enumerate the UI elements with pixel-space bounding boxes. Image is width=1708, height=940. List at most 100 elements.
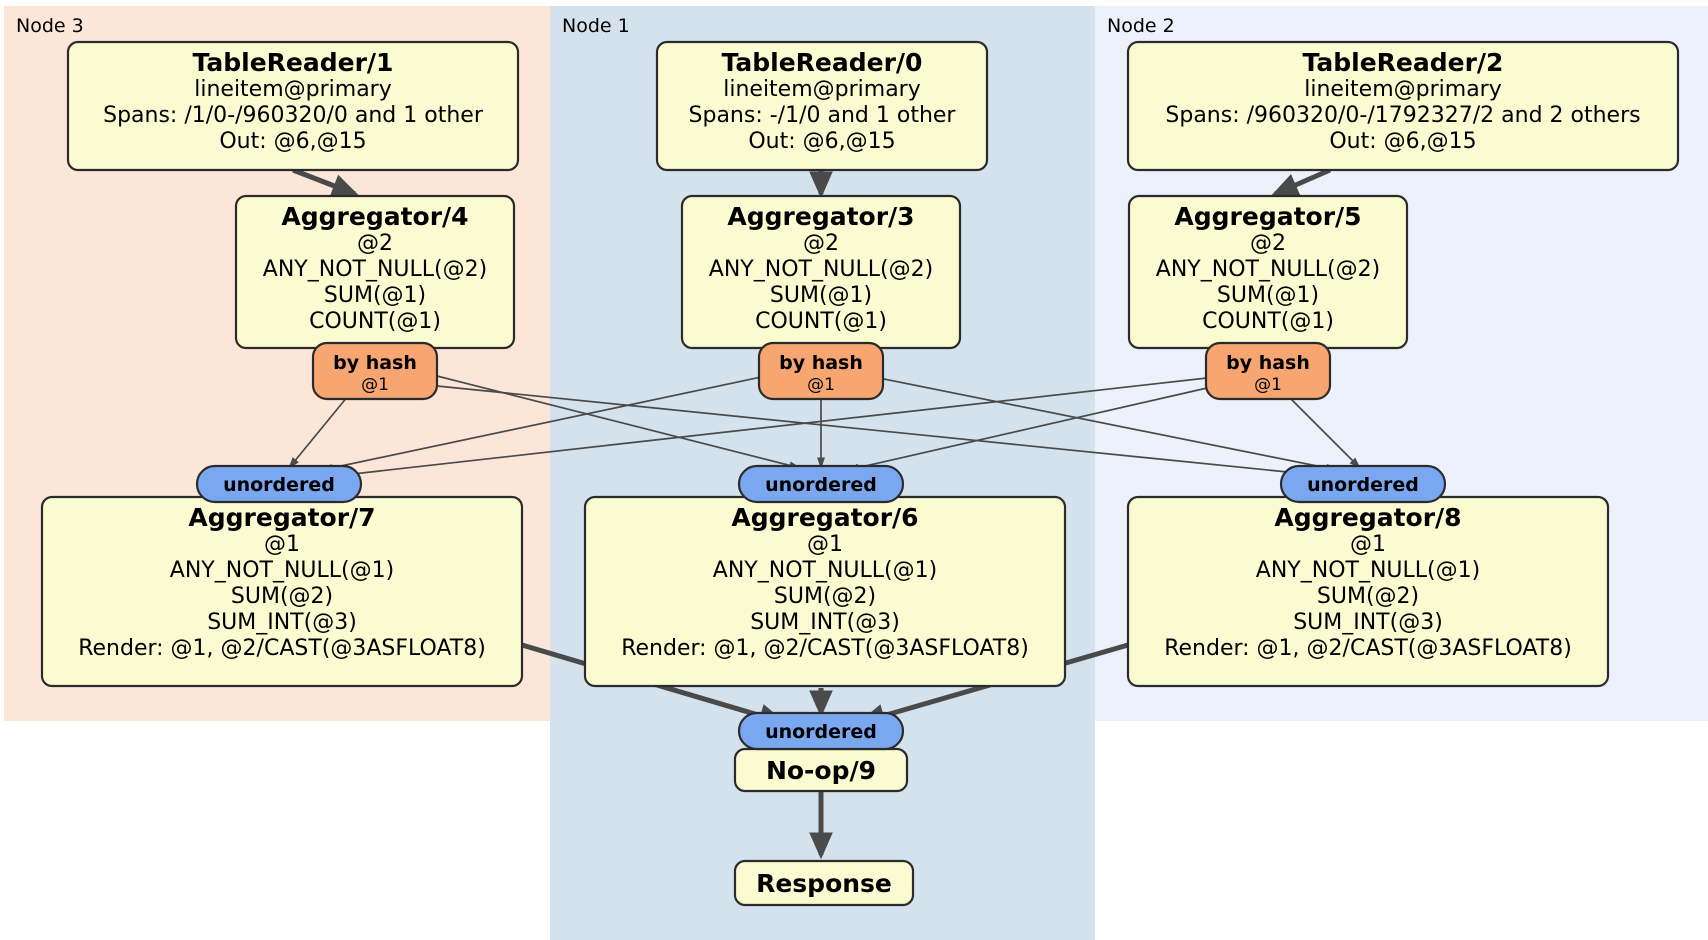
pill-unordered-8[interactable]: unordered xyxy=(1279,464,1447,504)
processor-detail-line: @1 xyxy=(1350,532,1386,557)
processor-title: TableReader/1 xyxy=(193,48,394,77)
pill-by-hash-4[interactable]: by hash@1 xyxy=(311,341,439,401)
processor-detail-line: Render: @1, @2/CAST(@3ASFLOAT8) xyxy=(78,636,486,661)
processor-aggregator-5[interactable]: Aggregator/5@2ANY_NOT_NULL(@2)SUM(@1)COU… xyxy=(1127,194,1409,350)
pill-label: by hash xyxy=(333,352,417,374)
processor-box xyxy=(655,40,989,172)
processor-detail-line: SUM(@2) xyxy=(774,584,876,609)
edge-e-h5-u6 xyxy=(846,387,1208,472)
pill-label: unordered xyxy=(223,474,335,496)
pill-sublabel: @1 xyxy=(807,375,835,395)
processor-detail-line: ANY_NOT_NULL(@2) xyxy=(263,257,487,282)
edge-e-h4-u8 xyxy=(436,385,1339,480)
pill-label: unordered xyxy=(765,474,877,496)
processor-aggregator-4[interactable]: Aggregator/4@2ANY_NOT_NULL(@2)SUM(@1)COU… xyxy=(234,194,516,350)
processor-detail-line: Out: @6,@15 xyxy=(1329,129,1476,154)
processor-aggregator-7[interactable]: Aggregator/7@1ANY_NOT_NULL(@1)SUM(@2)SUM… xyxy=(40,495,524,688)
processor-detail-line: @2 xyxy=(357,231,393,256)
processor-detail-line: lineitem@primary xyxy=(1304,77,1502,102)
edge-e-h4-u7 xyxy=(288,395,349,469)
edge-e-h3-u8 xyxy=(878,377,1339,472)
processor-no-op-9[interactable]: No-op/9 xyxy=(733,747,909,793)
processor-detail-line: lineitem@primary xyxy=(723,77,921,102)
by-hash-pill-shape xyxy=(757,341,885,401)
unordered-pill-shape xyxy=(195,464,363,504)
processor-title: TableReader/0 xyxy=(722,48,923,77)
processor-box xyxy=(733,859,915,907)
node-panel-label: Node 1 xyxy=(562,15,630,37)
processor-aggregator-8[interactable]: Aggregator/8@1ANY_NOT_NULL(@1)SUM(@2)SUM… xyxy=(1126,495,1610,688)
processor-detail-line: @2 xyxy=(803,231,839,256)
unordered-pill-shape xyxy=(737,464,905,504)
edge-e-h3-u7 xyxy=(320,375,767,472)
unordered-pill-shape xyxy=(1279,464,1447,504)
pill-sublabel: @1 xyxy=(1254,375,1282,395)
processor-detail-line: SUM(@1) xyxy=(770,283,872,308)
processor-aggregator-6[interactable]: Aggregator/6@1ANY_NOT_NULL(@1)SUM(@2)SUM… xyxy=(583,495,1067,688)
processor-title: Aggregator/7 xyxy=(188,503,375,532)
processor-detail-line: COUNT(@1) xyxy=(1202,309,1334,334)
processor-detail-line: Spans: /960320/0-/1792327/2 and 2 others xyxy=(1165,103,1640,128)
processor-response[interactable]: Response xyxy=(733,859,915,907)
pill-by-hash-3[interactable]: by hash@1 xyxy=(757,341,885,401)
unordered-pill-shape xyxy=(737,711,905,751)
node-panel-label: Node 2 xyxy=(1107,15,1175,37)
by-hash-pill-shape xyxy=(1204,341,1332,401)
processor-detail-line: Out: @6,@15 xyxy=(219,129,366,154)
processor-detail-line: Render: @1, @2/CAST(@3ASFLOAT8) xyxy=(1164,636,1572,661)
node-panel-label: Node 3 xyxy=(16,15,84,37)
processor-title: Aggregator/5 xyxy=(1174,202,1361,231)
processor-detail-line: ANY_NOT_NULL(@1) xyxy=(1256,558,1480,583)
processor-title: Aggregator/8 xyxy=(1274,503,1461,532)
processor-detail-line: Out: @6,@15 xyxy=(748,129,895,154)
edge-e-h5-u7 xyxy=(324,377,1208,480)
edge-e-tr1-agg4 xyxy=(292,167,360,197)
pill-sublabel: @1 xyxy=(361,375,389,395)
by-hash-pill-shape xyxy=(311,341,439,401)
processor-detail-line: Render: @1, @2/CAST(@3ASFLOAT8) xyxy=(621,636,1029,661)
pill-unordered-6[interactable]: unordered xyxy=(737,464,905,504)
processor-detail-line: ANY_NOT_NULL(@2) xyxy=(1156,257,1380,282)
processor-detail-line: @1 xyxy=(807,532,843,557)
pill-label: by hash xyxy=(779,352,863,374)
processor-aggregator-3[interactable]: Aggregator/3@2ANY_NOT_NULL(@2)SUM(@1)COU… xyxy=(680,194,962,350)
processor-detail-line: COUNT(@1) xyxy=(309,309,441,334)
processor-title: Aggregator/3 xyxy=(727,202,914,231)
pill-unordered-7[interactable]: unordered xyxy=(195,464,363,504)
processor-detail-line: SUM_INT(@3) xyxy=(1293,610,1443,635)
processor-detail-line: lineitem@primary xyxy=(194,77,392,102)
pill-label: unordered xyxy=(1307,474,1419,496)
edge-e-h5-u8 xyxy=(1289,397,1361,469)
pill-by-hash-5[interactable]: by hash@1 xyxy=(1204,341,1332,401)
processor-title: No-op/9 xyxy=(766,756,876,785)
processor-detail-line: SUM_INT(@3) xyxy=(207,610,357,635)
processor-detail-line: Spans: /1/0-/960320/0 and 1 other xyxy=(103,103,484,128)
processor-title: Response xyxy=(756,869,892,898)
processor-detail-line: @2 xyxy=(1250,231,1286,256)
pill-unordered-final[interactable]: unordered xyxy=(737,711,905,751)
processor-detail-line: SUM(@1) xyxy=(1217,283,1319,308)
processor-title: Aggregator/4 xyxy=(281,202,468,231)
processor-detail-line: SUM(@2) xyxy=(1317,584,1419,609)
processor-detail-line: SUM(@1) xyxy=(324,283,426,308)
edge-e-tr2-agg5 xyxy=(1271,167,1331,197)
pill-label: by hash xyxy=(1226,352,1310,374)
processor-detail-line: COUNT(@1) xyxy=(755,309,887,334)
processor-title: TableReader/2 xyxy=(1303,48,1504,77)
processor-detail-line: SUM(@2) xyxy=(231,584,333,609)
processor-detail-line: ANY_NOT_NULL(@1) xyxy=(713,558,937,583)
processor-box xyxy=(1126,40,1680,172)
processor-box xyxy=(66,40,520,172)
processor-detail-line: ANY_NOT_NULL(@1) xyxy=(170,558,394,583)
processor-detail-line: SUM_INT(@3) xyxy=(750,610,900,635)
processor-detail-line: Spans: -/1/0 and 1 other xyxy=(689,103,957,128)
processor-detail-line: ANY_NOT_NULL(@2) xyxy=(709,257,933,282)
processor-detail-line: @1 xyxy=(264,532,300,557)
